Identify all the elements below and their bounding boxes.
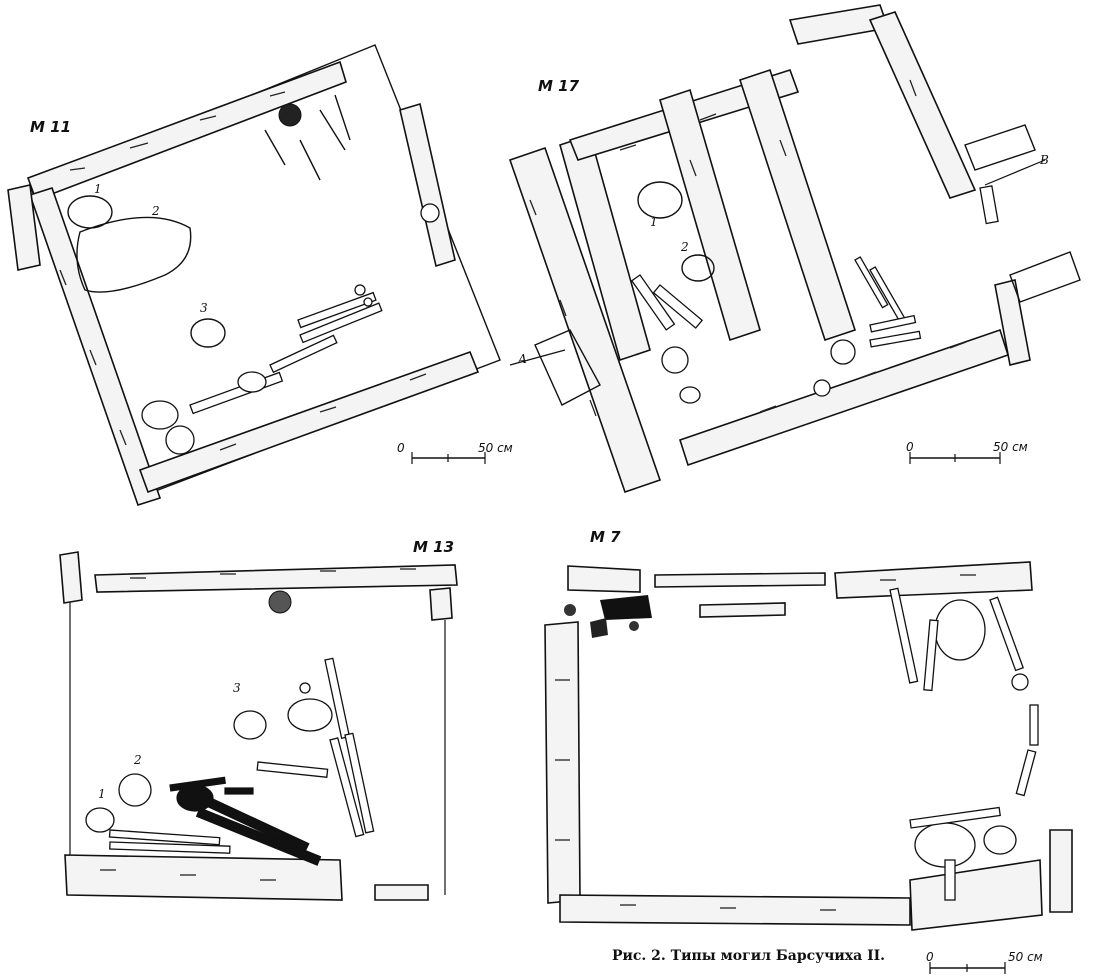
grave-m11-drawing — [7, 44, 501, 506]
m17-vessel-2 — [681, 254, 715, 282]
grave-m7-scale-zero: 0 — [926, 950, 934, 964]
m17-log-mid-2 — [738, 68, 857, 342]
m13-log-bottom — [64, 854, 343, 901]
m13-log-left-stub — [59, 551, 83, 604]
grave-m7-drawing — [544, 561, 1073, 974]
m17-log-right-stub — [994, 279, 1031, 366]
grave-m11-label: М 11 — [30, 118, 72, 136]
m7-log-right-stub — [1049, 829, 1073, 913]
m7-log-bottom — [559, 894, 911, 926]
m7-skeleton-upper — [889, 587, 1039, 797]
grave-m7-label: М 7 — [590, 528, 621, 546]
m11-log-left — [28, 187, 162, 506]
grave-m11-number-2: 2 — [152, 204, 160, 218]
grave-m17-scale-end: 50 см — [993, 440, 1028, 454]
m7-dark-fragments — [564, 595, 652, 638]
m11-vessel-2 — [76, 216, 192, 293]
grave-m11-scale-end: 50 см — [478, 441, 513, 455]
m7-log-top-2 — [654, 572, 826, 588]
m7-log-top-3 — [834, 561, 1033, 599]
grave-m17-scale-zero: 0 — [906, 440, 914, 454]
m7-log-bottom-right — [909, 859, 1043, 931]
m7-log-top-4 — [699, 602, 786, 618]
m17-log-left-outer — [508, 146, 662, 494]
grave-m13-number-1: 1 — [98, 787, 106, 801]
m11-cracks — [264, 94, 351, 181]
m13-skeleton-dark — [118, 773, 322, 866]
m11-vessel-3 — [190, 318, 226, 348]
m7-log-top-1 — [567, 565, 641, 593]
m13-log-bottom-stub — [374, 884, 429, 901]
grave-m17-label: М 17 — [538, 77, 580, 95]
grave-m13-number-3: 3 — [233, 681, 241, 695]
m7-log-left — [544, 621, 581, 904]
m11-skeleton — [141, 203, 440, 455]
m13-skeleton-small — [85, 807, 231, 854]
m17-log-mid-1 — [659, 88, 761, 342]
m11-dark-object — [278, 103, 302, 127]
m17-log-right — [868, 11, 977, 199]
grave-m17-section-a: А — [518, 352, 528, 366]
grave-m17-number-2: 2 — [681, 240, 689, 254]
m13-vessel — [268, 590, 292, 614]
grave-m13-number-2: 2 — [134, 753, 142, 767]
m17-block-b — [964, 124, 1036, 171]
m11-log-stub — [7, 184, 41, 271]
m17-skeleton — [630, 256, 922, 404]
grave-m17-number-1: 1 — [650, 215, 658, 229]
grave-m17-drawing — [508, 4, 1081, 494]
grave-m13-drawing — [59, 551, 458, 901]
grave-m11-number-1: 1 — [94, 182, 102, 196]
m11-log-right — [399, 102, 456, 268]
m17-block-a — [534, 329, 601, 406]
m13-log-right-stub — [429, 587, 453, 621]
m11-log-top — [26, 60, 347, 202]
grave-m11-scale-zero: 0 — [397, 441, 405, 455]
m17-block-c — [1009, 251, 1081, 303]
m17-vessel-1 — [637, 181, 683, 219]
m13-skeleton-light — [233, 657, 375, 838]
m11-log-bottom — [138, 350, 480, 494]
grave-m17-section-b: В — [1040, 153, 1049, 167]
figure-caption: Рис. 2. Типы могил Барсучиха II. — [612, 948, 886, 964]
grave-m7-scale-end: 50 см — [1008, 950, 1043, 964]
grave-m11-number-3: 3 — [200, 301, 208, 315]
grave-m13-label: М 13 — [413, 538, 455, 556]
m13-log-top — [94, 564, 458, 593]
m7-skeleton-lower — [909, 806, 1017, 901]
